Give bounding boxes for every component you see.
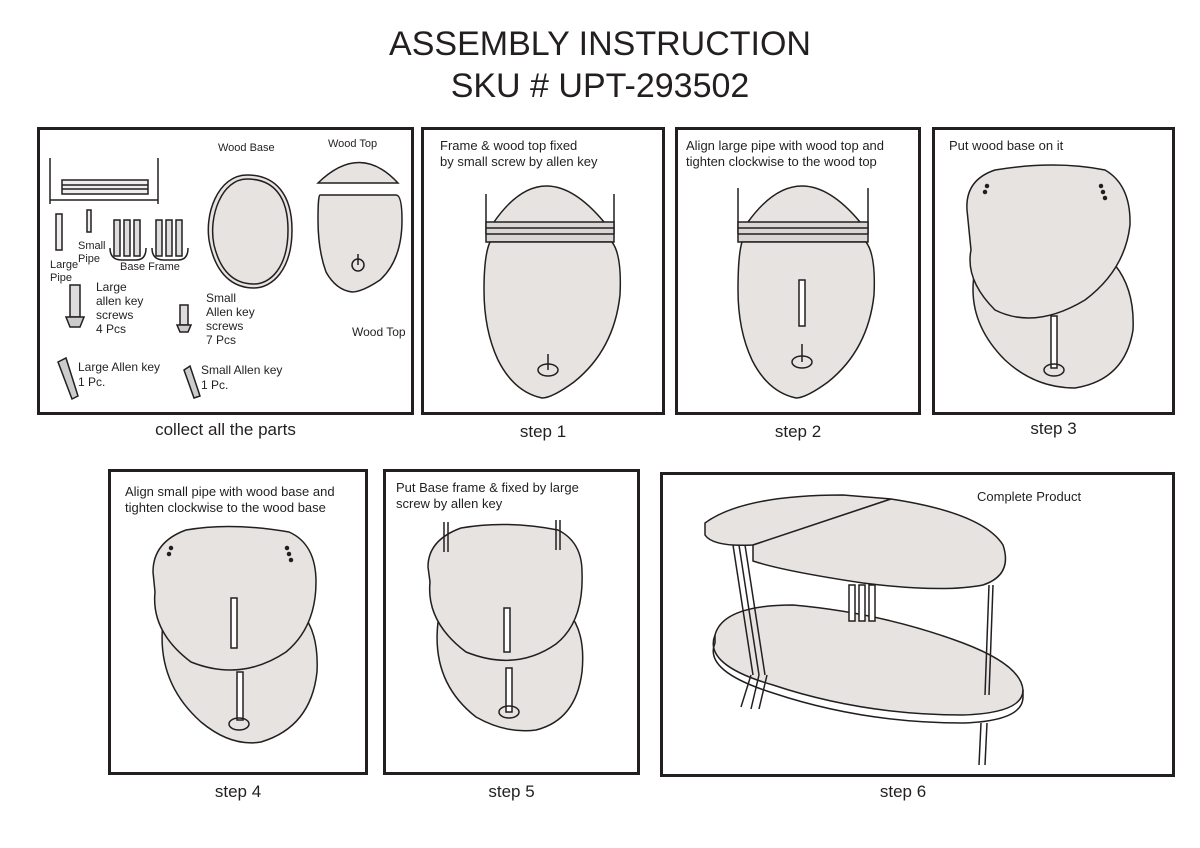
step6-label: Complete Product <box>977 489 1082 504</box>
caption-step3: step 3 <box>1030 419 1077 438</box>
step4-instruction: Align small pipe with wood base and tigh… <box>125 484 335 515</box>
caption-step2: step 2 <box>774 422 822 441</box>
label-small-pipe: Small Pipe <box>78 240 106 265</box>
step2-illustration <box>737 185 876 399</box>
step1-instruction: Frame & wood top fixed by small screw by… <box>440 138 598 169</box>
caption-step1: step 1 <box>519 422 567 441</box>
step2-panel: Align large pipe with wood top and tight… <box>675 127 921 415</box>
step1-panel: Frame & wood top fixed by small screw by… <box>421 127 665 415</box>
label-large-key: Large Allen key 1 Pc. <box>78 360 161 389</box>
caption-parts: collect all the parts <box>155 420 296 439</box>
label-wood-top: Wood Top <box>328 138 378 150</box>
parts-illustration <box>49 158 403 401</box>
step5-instruction: Put Base frame & fixed by large screw by… <box>396 480 579 511</box>
caption-step6: step 6 <box>879 782 927 801</box>
sku-number: SKU # UPT-293502 <box>450 67 750 105</box>
parts-panel: Wood Base Wood Top Large Pipe Small Pipe… <box>37 127 414 415</box>
step3-instruction: Put wood base on it <box>949 138 1064 153</box>
caption-step5: step 5 <box>488 782 535 801</box>
step5-panel: Put Base frame & fixed by large screw by… <box>383 469 640 775</box>
step6-panel: Complete Product <box>660 472 1175 777</box>
label-base-frame: Base Frame <box>120 261 180 273</box>
label-wood-base: Wood Base <box>218 142 275 154</box>
step3-panel: Put wood base on it <box>932 127 1175 415</box>
label-large-screws: Large allen key screws 4 Pcs <box>96 280 144 336</box>
step4-panel: Align small pipe with wood base and tigh… <box>108 469 368 775</box>
step6-illustration <box>704 494 1024 766</box>
label-small-key: Small Allen key 1 Pc. <box>201 363 283 392</box>
label-wood-top-2: Wood Top <box>352 325 406 339</box>
step2-instruction: Align large pipe with wood top and tight… <box>686 138 885 169</box>
step4-illustration <box>152 525 318 744</box>
step1-illustration <box>483 185 622 399</box>
page-title: ASSEMBLY INSTRUCTION <box>389 25 811 63</box>
label-large-pipe: Large Pipe <box>50 259 79 284</box>
step3-illustration <box>966 164 1134 389</box>
label-small-screws: Small Allen key screws 7 Pcs <box>206 291 255 347</box>
step5-illustration <box>427 520 584 732</box>
caption-step4: step 4 <box>214 782 262 801</box>
